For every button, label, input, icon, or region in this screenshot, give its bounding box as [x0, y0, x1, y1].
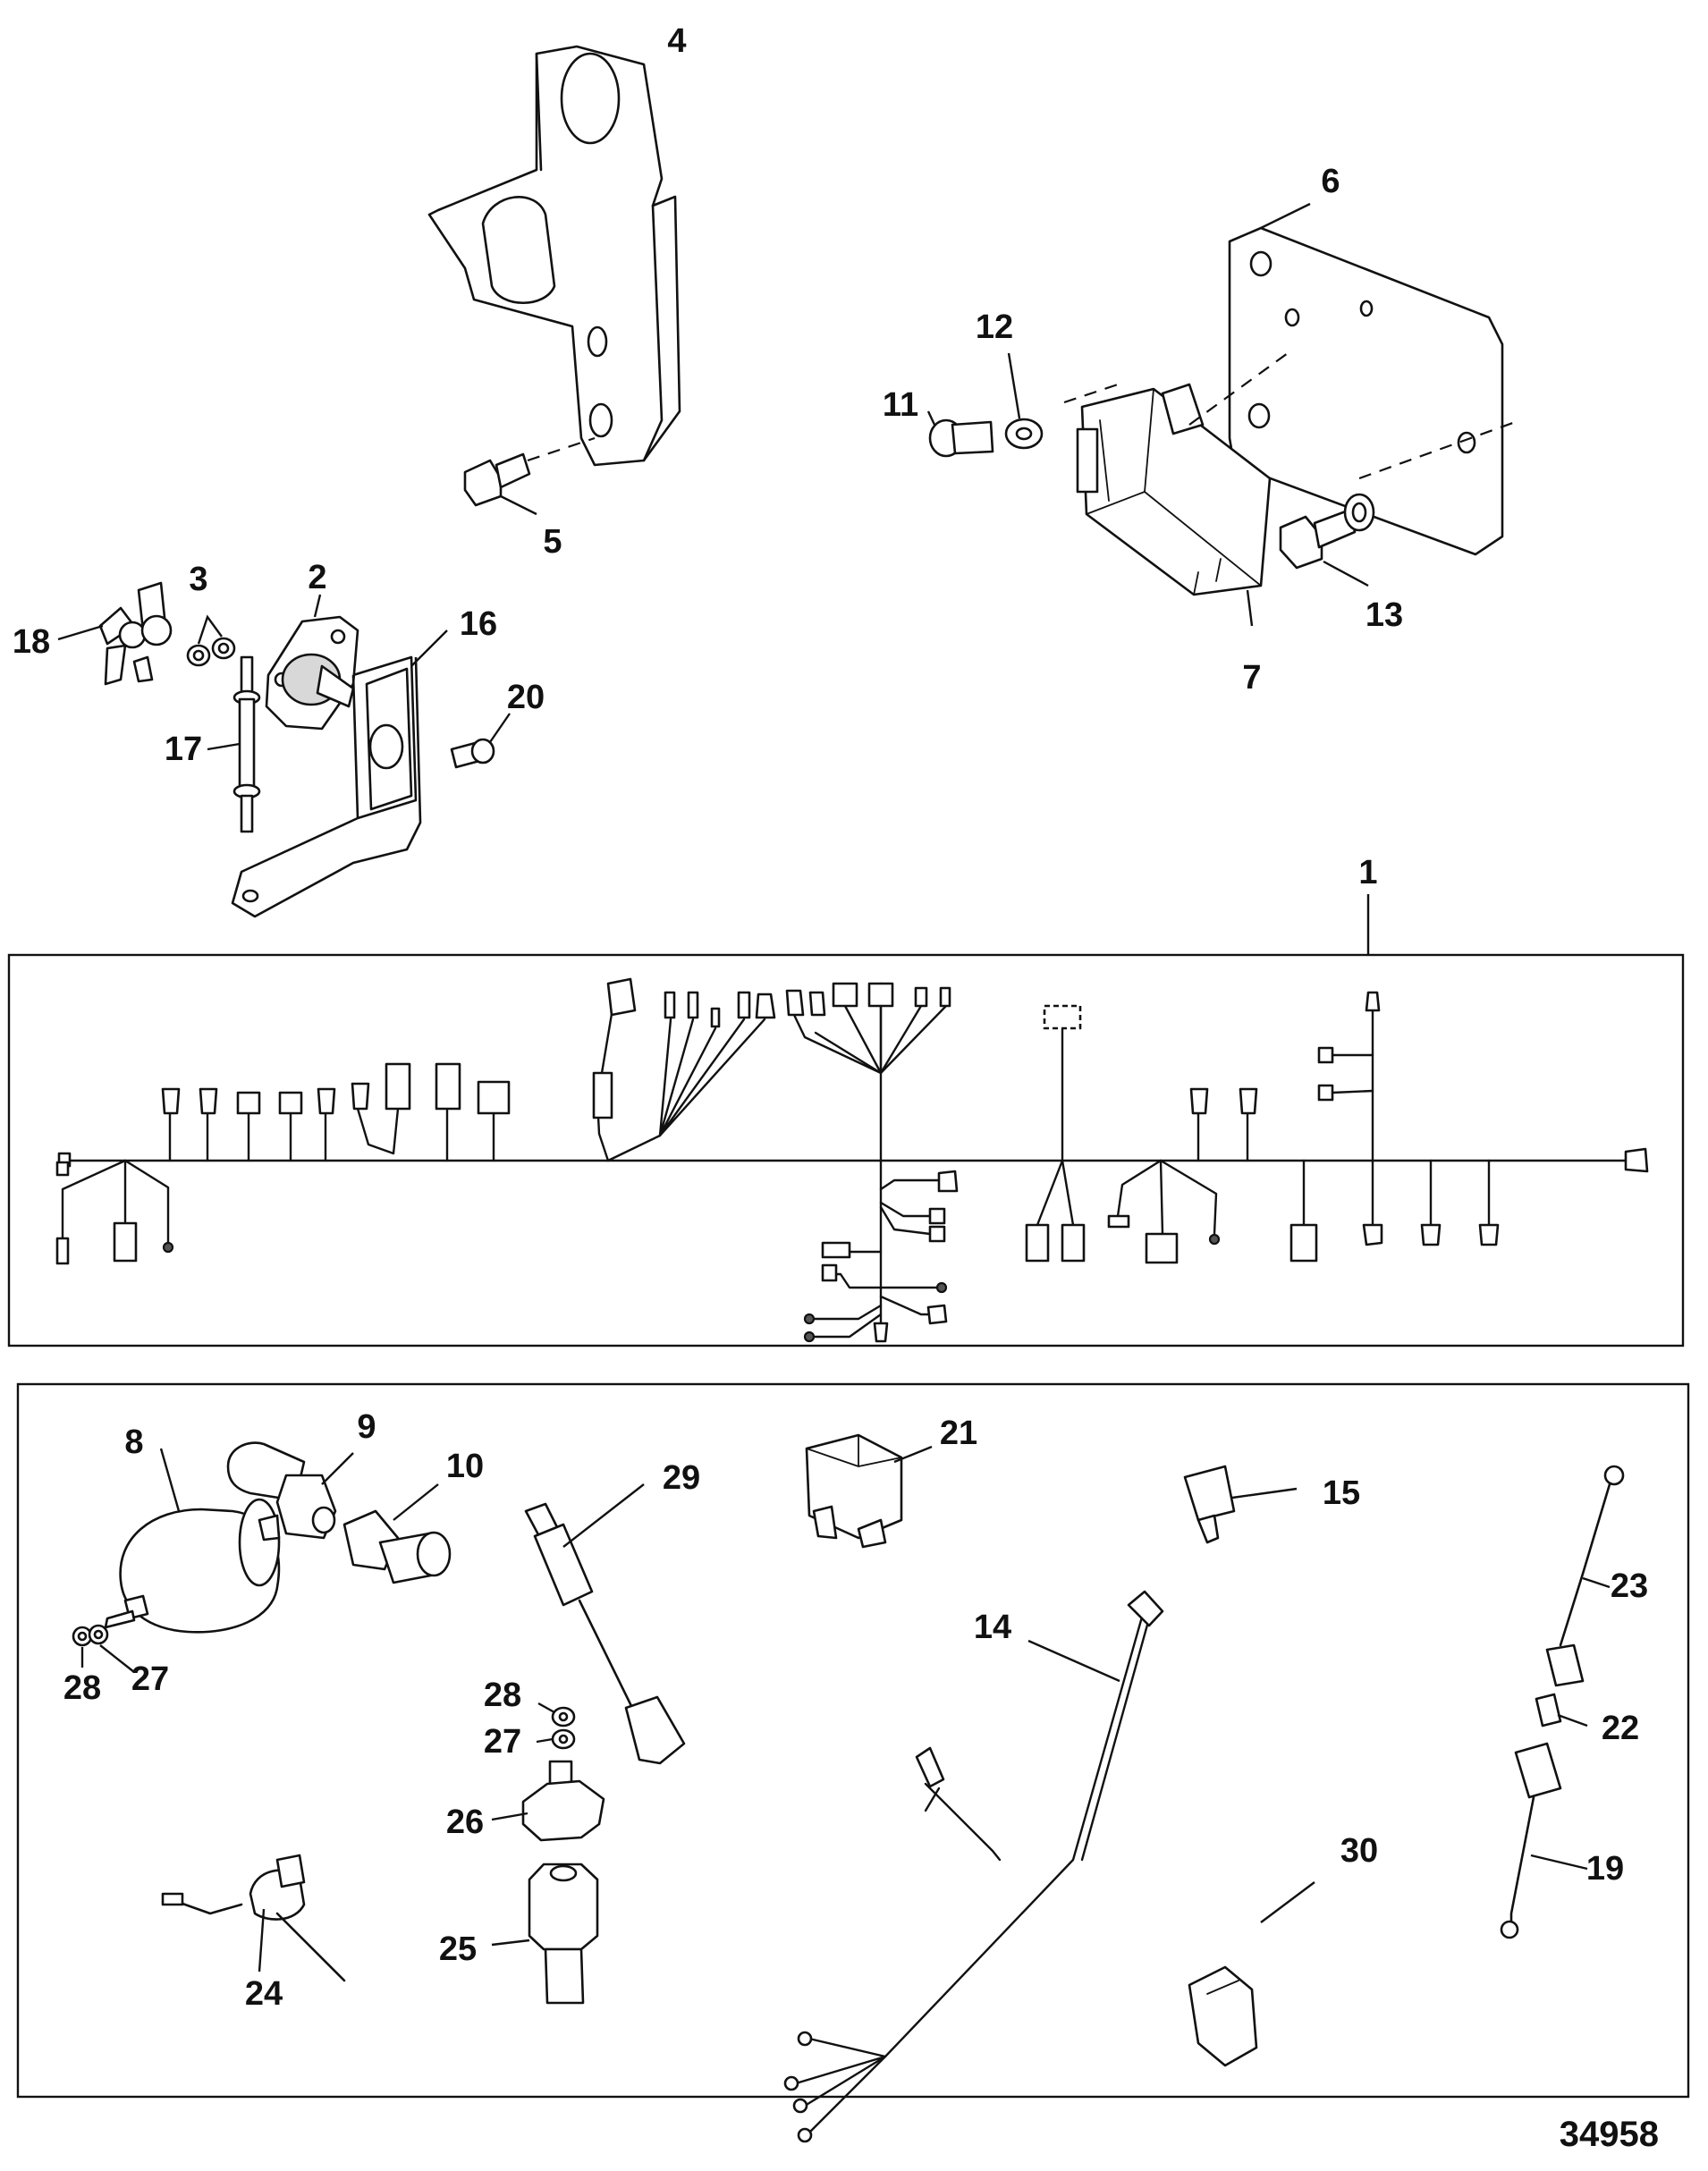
callout-5: 5 — [543, 523, 562, 561]
relay-part-21 — [805, 1433, 933, 1549]
callout-3: 3 — [189, 561, 207, 598]
sensor-part-29 — [524, 1483, 686, 1765]
callout-25: 25 — [439, 1930, 477, 1968]
module-part-7 — [1063, 352, 1521, 627]
screw-part-11 — [926, 410, 994, 458]
sender-part-8 — [104, 1448, 281, 1634]
callout-12: 12 — [976, 308, 1013, 346]
callout-2: 2 — [308, 559, 326, 596]
callout-6: 6 — [1321, 163, 1340, 200]
callout-27-left: 27 — [131, 1660, 169, 1698]
probe-part-23 — [1545, 1465, 1625, 1687]
bolt-part-13 — [1279, 493, 1375, 587]
harness-part-14 — [783, 1590, 1164, 2143]
callout-4: 4 — [667, 22, 686, 60]
callout-22: 22 — [1602, 1710, 1639, 1747]
callout-20: 20 — [507, 679, 545, 716]
callout-23: 23 — [1611, 1567, 1648, 1605]
sensor-part-24 — [161, 1854, 346, 1982]
callout-27-middle: 27 — [484, 1723, 521, 1761]
switch-part-10 — [342, 1483, 452, 1584]
screw-part-20 — [450, 713, 511, 769]
bracket-part-16 — [231, 629, 448, 918]
probe-part-19 — [1500, 1742, 1588, 1939]
callout-9: 9 — [357, 1408, 376, 1446]
callout-26: 26 — [446, 1804, 484, 1841]
callout-11: 11 — [883, 386, 918, 424]
caps-part-18 — [57, 581, 173, 686]
fuse-part-15 — [1183, 1465, 1298, 1544]
callout-8: 8 — [124, 1423, 143, 1461]
nuts-part-3 — [186, 614, 236, 667]
breaker-part-2 — [265, 594, 359, 731]
washers-middle — [536, 1702, 576, 1750]
callout-15: 15 — [1323, 1474, 1360, 1512]
bolt-part-5 — [463, 436, 596, 516]
callout-16: 16 — [460, 605, 497, 643]
adapter-part-25 — [491, 1863, 599, 2005]
callout-29: 29 — [663, 1459, 700, 1497]
probe-part-22 — [1535, 1693, 1588, 1728]
callout-1: 1 — [1358, 854, 1377, 891]
callout-13: 13 — [1366, 596, 1403, 634]
stud-part-17 — [207, 655, 261, 833]
callout-21: 21 — [940, 1415, 977, 1452]
callout-28-left: 28 — [63, 1669, 101, 1707]
connector-part-30 — [1188, 1881, 1315, 2067]
callout-14: 14 — [974, 1609, 1011, 1646]
washer-part-12 — [1004, 352, 1044, 450]
callout-17: 17 — [165, 731, 202, 768]
harness-panel-part-1 — [7, 894, 1685, 1347]
callout-28-middle: 28 — [484, 1677, 521, 1714]
callout-24: 24 — [245, 1975, 283, 2013]
callout-19: 19 — [1586, 1850, 1624, 1888]
callout-7: 7 — [1242, 659, 1261, 697]
callout-30: 30 — [1340, 1832, 1378, 1870]
bracket-part-4 — [427, 45, 681, 467]
callout-10: 10 — [446, 1448, 484, 1485]
bottom-panel-frame — [16, 1382, 1690, 2099]
callout-18: 18 — [13, 623, 50, 661]
sender-part-26 — [491, 1760, 605, 1842]
washers-left — [72, 1624, 135, 1673]
sensor-part-9 — [226, 1441, 354, 1540]
figure-number: 34958 — [1560, 2115, 1659, 2154]
